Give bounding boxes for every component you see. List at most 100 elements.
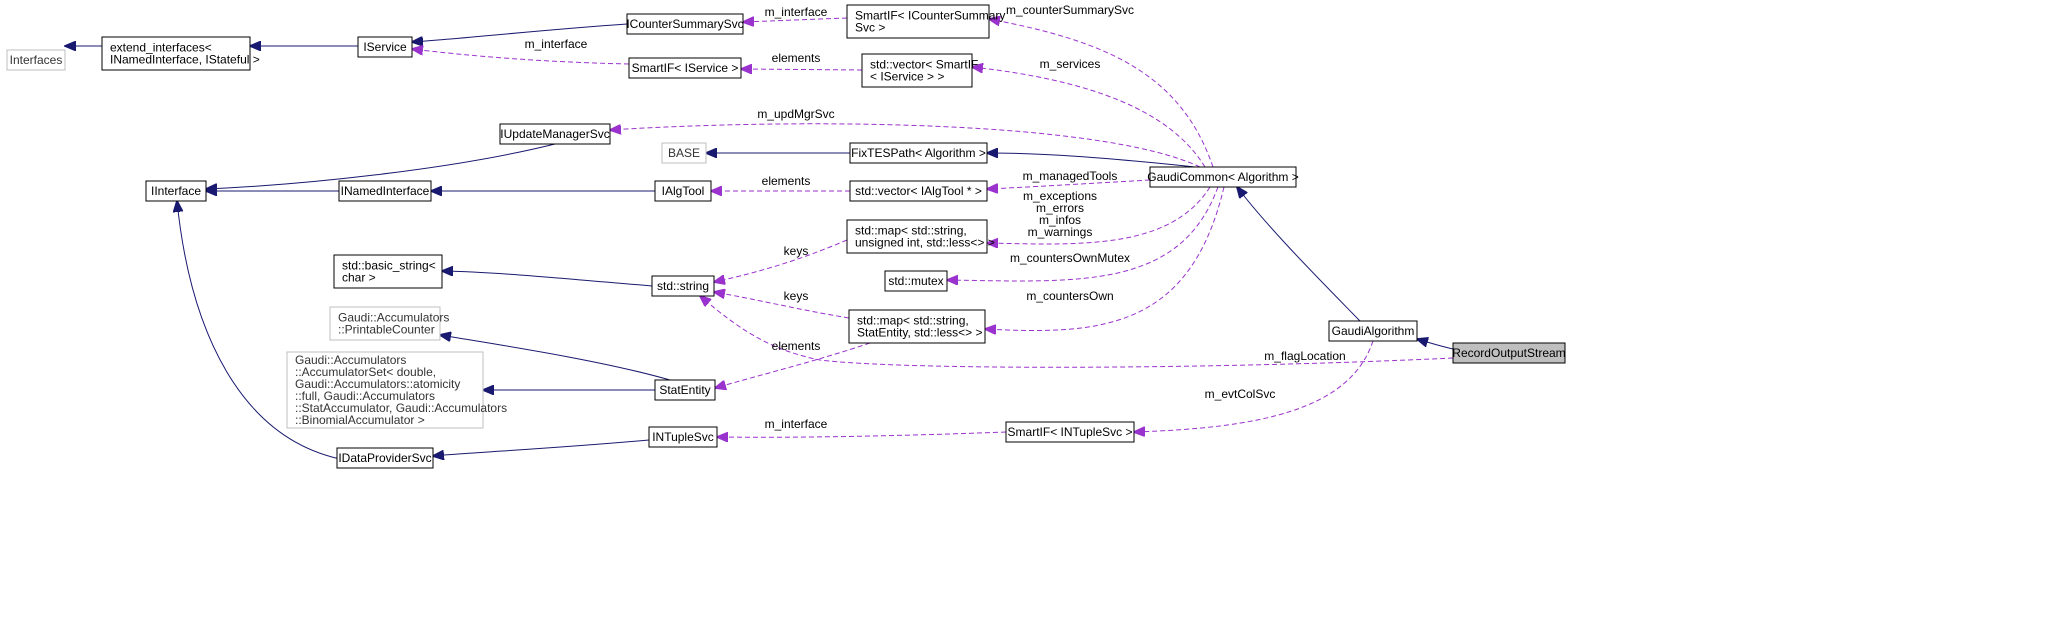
class-node-label: Svc > [855, 21, 885, 35]
class-node-map-uint[interactable]: std::map< std::string,unsigned int, std:… [846, 219, 995, 254]
edges-layer [65, 18, 1454, 460]
class-node-gaudialgorithm[interactable]: GaudiAlgorithm [1328, 320, 1418, 342]
class-node-printablecounter[interactable]: Gaudi::Accumulators::PrintableCounter [329, 306, 449, 341]
usage-edge-map-uint-to-std-string [714, 239, 848, 282]
class-node-box [499, 123, 611, 145]
class-node-label: GaudiAlgorithm [1332, 324, 1415, 338]
class-node-std-string[interactable]: std::string [651, 275, 715, 297]
usage-edge-gaudicommon-to-std-mutex [947, 186, 1219, 281]
class-node-accumulatorset[interactable]: Gaudi::Accumulators::AccumulatorSet< dou… [286, 351, 507, 429]
edge-label: elements [762, 174, 811, 188]
class-node-box [145, 180, 207, 202]
class-node-std-mutex[interactable]: std::mutex [884, 270, 948, 292]
class-node-fixtespath[interactable]: FixTESPath< Algorithm > [849, 142, 988, 164]
class-node-label: IInterface [151, 184, 201, 198]
class-node-label: IAlgTool [662, 184, 705, 198]
class-node-box [1005, 421, 1135, 443]
class-node-label: StatEntity [659, 383, 710, 397]
class-node-box [329, 306, 441, 341]
edge-label: m_counterSummarySvc [1006, 3, 1134, 17]
class-node-label: ::StatAccumulator, Gaudi::Accumulators [295, 401, 507, 415]
class-node-basic-string[interactable]: std::basic_string<char > [333, 254, 443, 289]
class-node-box [628, 57, 742, 79]
class-node-box [648, 426, 718, 448]
class-node-label: Gaudi::Accumulators [338, 311, 449, 325]
class-node-label: ICounterSummarySvc [626, 17, 743, 31]
class-node-vector-ialgtool[interactable]: std::vector< IAlgTool * > [849, 180, 988, 202]
class-node-label: FixTESPath< Algorithm > [851, 146, 986, 160]
class-node-label: < IService > > [870, 70, 944, 84]
class-node-label: StatEntity, std::less<> > [857, 326, 983, 340]
class-node-label: Gaudi::Accumulators [295, 353, 406, 367]
class-node-iservice[interactable]: IService [357, 36, 413, 58]
class-node-gaudicommon[interactable]: GaudiCommon< Algorithm > [1147, 166, 1299, 188]
usage-edge-gaudicommon-to-smartif-ics [989, 19, 1214, 168]
class-node-label: std::basic_string< [342, 259, 436, 273]
edge-label: m_services [1040, 57, 1101, 71]
class-node-iupdatemanagersvc[interactable]: IUpdateManagerSvc [499, 123, 611, 145]
class-node-label: extend_interfaces< [110, 41, 212, 55]
class-node-smartif-intuplesvc[interactable]: SmartIF< INTupleSvc > [1005, 421, 1135, 443]
usage-edge-gaudicommon-to-vector-ialgtool [987, 179, 1151, 189]
class-node-label: std::map< std::string, [855, 224, 967, 238]
class-node-box [884, 270, 948, 292]
class-node-box [626, 13, 744, 35]
edge-label: m_interface [765, 417, 828, 431]
class-node-box [848, 309, 986, 344]
class-node-box [651, 275, 715, 297]
class-node-vector-smartif[interactable]: std::vector< SmartIF< IService > > [861, 53, 978, 88]
class-node-label: BASE [668, 146, 700, 160]
inheritance-edge-statentity-to-printablecounter [440, 335, 671, 381]
usage-edge-map-statentity-to-std-string [714, 292, 850, 319]
class-node-box [357, 36, 413, 58]
inheritance-edge-icountersummarysvc-to-iservice [412, 23, 628, 42]
class-node-label: std::vector< IAlgTool * > [855, 184, 982, 198]
class-node-idataprovidersvc[interactable]: IDataProviderSvc [336, 447, 434, 469]
edge-label: keys [784, 289, 809, 303]
class-node-label: ::full, Gaudi::Accumulators [295, 389, 435, 403]
class-node-extend[interactable]: extend_interfaces<INamedInterface, IStat… [101, 36, 260, 71]
class-node-ialgtool[interactable]: IAlgTool [654, 180, 712, 202]
class-node-icountersummarysvc[interactable]: ICounterSummarySvc [626, 13, 744, 35]
class-node-box [654, 180, 712, 202]
usage-edge-smartif-ics-to-icountersummarysvc [743, 18, 848, 22]
usage-edge-gaudicommon-to-map-uint [987, 186, 1211, 244]
class-node-statentity[interactable]: StatEntity [654, 379, 716, 401]
edge-label: elements [772, 51, 821, 65]
class-node-recordoutputstream: RecordOutputStream [1452, 342, 1566, 364]
class-node-box [846, 219, 988, 254]
class-node-label: std::string [657, 279, 709, 293]
usage-edge-gaudicommon-to-map-statentity [985, 186, 1225, 331]
edge-label: m_exceptions [1023, 189, 1097, 203]
class-node-label: char > [342, 271, 376, 285]
inheritance-edge-gaudicommon-to-fixtespath [987, 153, 1196, 168]
class-node-box [1149, 166, 1297, 188]
class-node-box [336, 447, 434, 469]
class-node-base[interactable]: BASE [661, 142, 707, 164]
nodes-layer: Interfacesextend_interfaces<INamedInterf… [6, 4, 1566, 469]
class-node-label: IUpdateManagerSvc [500, 127, 609, 141]
class-node-inamedinterface[interactable]: INamedInterface [338, 180, 432, 202]
class-node-smartif-iservice[interactable]: SmartIF< IService > [628, 57, 742, 79]
class-node-iinterface[interactable]: IInterface [145, 180, 207, 202]
edge-label: m_flagLocation [1264, 349, 1345, 363]
inheritance-edge-iupdatemanagersvc-to-iinterface [206, 143, 556, 189]
class-node-label: INTupleSvc [652, 430, 714, 444]
class-node-interfaces[interactable]: Interfaces [6, 49, 66, 71]
inheritance-edge-recordoutputstream-to-gaudialgorithm [1417, 339, 1454, 350]
usage-edge-vector-smartif-to-smartif-iservice [741, 69, 863, 70]
edge-label: m_infos [1039, 213, 1081, 227]
class-node-label: SmartIF< ICounterSummary [855, 9, 1005, 23]
edge-label: m_errors [1036, 201, 1084, 215]
class-node-smartif-ics[interactable]: SmartIF< ICounterSummarySvc > [846, 4, 1005, 39]
class-node-map-statentity[interactable]: std::map< std::string,StatEntity, std::l… [848, 309, 986, 344]
usage-edge-recordoutputstream-to-std-string [700, 296, 1454, 368]
class-node-label: ::PrintableCounter [338, 323, 435, 337]
class-node-box [286, 351, 484, 429]
class-node-intuplesvc[interactable]: INTupleSvc [648, 426, 718, 448]
edge-label: m_managedTools [1023, 169, 1118, 183]
edge-label: elements [772, 339, 821, 353]
class-node-label: ::AccumulatorSet< double, [295, 365, 436, 379]
class-node-label: GaudiCommon< Algorithm > [1147, 170, 1298, 184]
